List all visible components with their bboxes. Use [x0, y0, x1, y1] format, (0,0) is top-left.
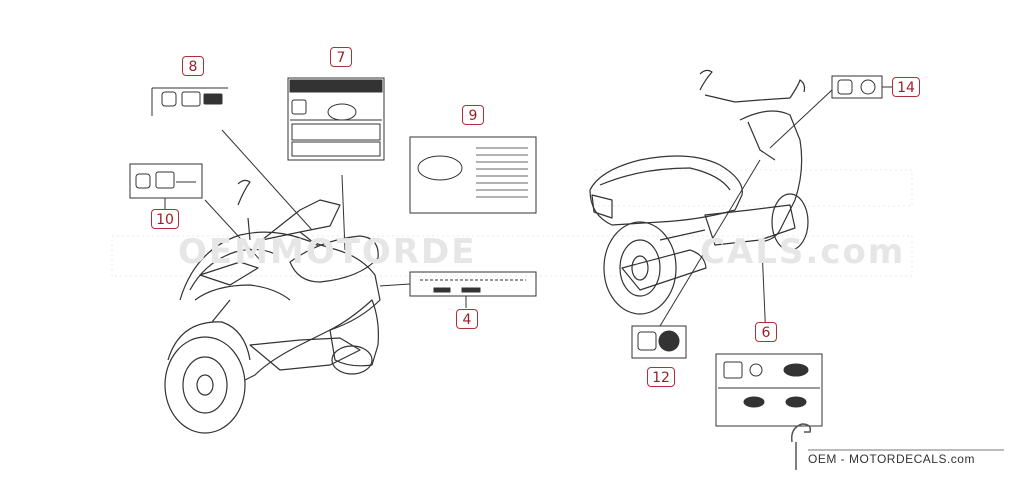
label-14-card	[769, 75, 892, 149]
brand-text: OEM - MOTORDECALS.com	[808, 452, 975, 466]
callout-4[interactable]: 4	[456, 309, 478, 329]
scooter-rear-view	[589, 69, 809, 315]
callout-8[interactable]: 8	[182, 56, 204, 76]
label-9-card	[409, 136, 537, 214]
label-8-card	[151, 87, 313, 231]
label-4-card	[379, 271, 537, 308]
callout-7[interactable]: 7	[330, 47, 352, 67]
label-7-card	[287, 77, 385, 251]
watermark-left: OEMMOTORDE	[178, 232, 477, 272]
label-12-card	[631, 159, 761, 359]
callout-12[interactable]: 12	[647, 367, 675, 387]
label-10-card	[129, 163, 263, 263]
scooter-front-view	[164, 179, 381, 434]
callout-14[interactable]: 14	[892, 77, 920, 97]
callout-10[interactable]: 10	[151, 209, 179, 229]
callout-6[interactable]: 6	[755, 322, 777, 342]
watermark-right: CALS.com	[700, 232, 906, 272]
callout-9[interactable]: 9	[462, 105, 484, 125]
watermark-band	[111, 169, 913, 277]
brand-logo	[790, 423, 1004, 470]
